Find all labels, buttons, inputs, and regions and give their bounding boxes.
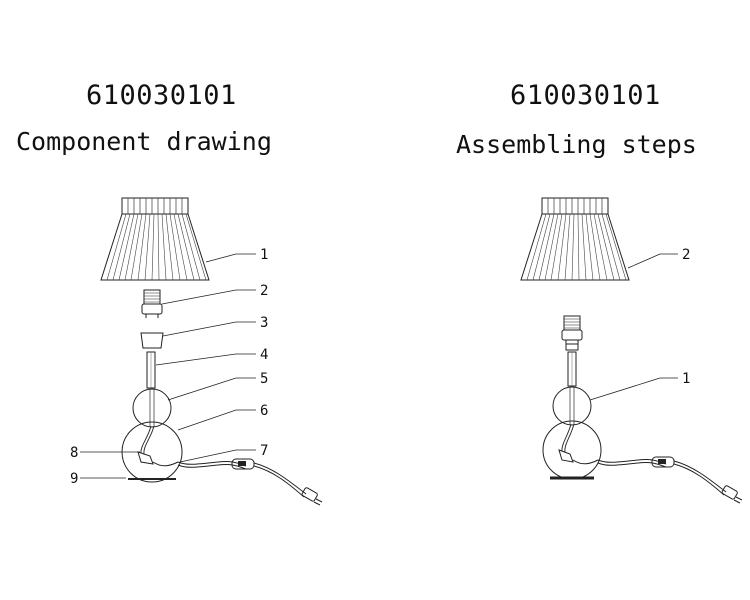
left-callout-8: 8 <box>70 445 78 461</box>
right-callout-numbers: 2 1 <box>682 247 690 387</box>
right-callout-1: 1 <box>682 371 690 387</box>
right-product-code: 610030101 <box>510 80 661 111</box>
left-bracket <box>140 332 164 349</box>
right-title: Assembling steps <box>456 130 697 159</box>
right-lamp-assembled <box>520 197 743 504</box>
left-cord-lock <box>137 451 154 465</box>
left-callout-4: 4 <box>260 347 268 363</box>
right-shade <box>520 197 630 281</box>
left-cord-switch <box>177 458 323 506</box>
right-cord-switch <box>597 456 743 504</box>
left-product-code: 610030101 <box>86 80 237 111</box>
left-upper-ball <box>132 388 172 428</box>
left-callout-2: 2 <box>260 283 268 299</box>
left-callout-leaders <box>80 253 256 479</box>
left-callout-numbers: 1 2 3 4 5 6 8 7 9 <box>70 247 268 487</box>
left-callout-5: 5 <box>260 371 268 387</box>
right-callout-leaders <box>589 253 678 401</box>
left-title: Component drawing <box>16 127 272 156</box>
left-socket <box>141 289 163 319</box>
left-lamp-exploded <box>100 197 323 506</box>
left-callout-6: 6 <box>260 403 268 419</box>
right-socket <box>561 315 583 345</box>
left-callout-1: 1 <box>260 247 268 263</box>
right-callout-2: 2 <box>682 247 690 263</box>
left-callout-7: 7 <box>260 443 268 459</box>
right-upper-ball <box>552 386 592 426</box>
left-callout-9: 9 <box>70 471 78 487</box>
left-shade <box>100 197 210 281</box>
left-callout-3: 3 <box>260 315 268 331</box>
